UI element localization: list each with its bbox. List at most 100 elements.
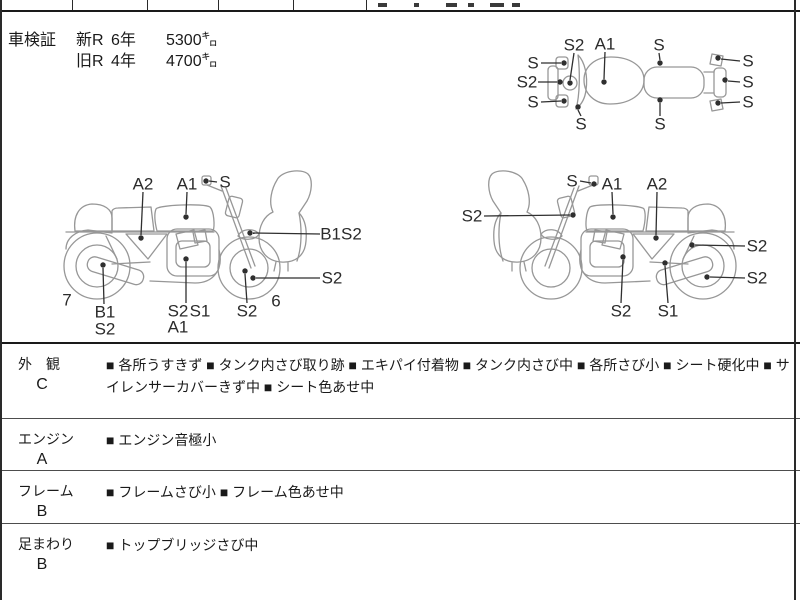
condition-grade: B bbox=[36, 503, 48, 520]
registration-label: 車検証 bbox=[8, 32, 57, 49]
bike-top-view-sketch bbox=[547, 53, 727, 112]
diagram-label-right-bike: A1 bbox=[602, 175, 623, 194]
leader-dot bbox=[561, 60, 567, 66]
clipped-text-fragment bbox=[512, 3, 520, 7]
leader-dot bbox=[704, 274, 710, 280]
clipped-text-fragment bbox=[468, 3, 474, 7]
sheet-left-border bbox=[0, 0, 2, 600]
leader-dot bbox=[657, 60, 663, 66]
condition-grade: B bbox=[36, 556, 48, 573]
registration-distance: 4700㌔ bbox=[166, 53, 218, 70]
diagram-label-right-bike: S1 bbox=[658, 302, 679, 321]
leader-line bbox=[244, 273, 248, 304]
leader-dot bbox=[250, 275, 256, 281]
registration-era: 新R bbox=[76, 32, 104, 49]
clipped-text-fragment bbox=[414, 3, 419, 7]
leader-dot bbox=[183, 256, 189, 262]
diagram-label-left-bike: S1 bbox=[190, 302, 211, 321]
condition-category: 外 観 bbox=[18, 356, 60, 372]
leader-dot bbox=[653, 235, 659, 241]
cell-divider bbox=[366, 0, 367, 10]
diagram-label-top-view: S bbox=[575, 115, 586, 134]
condition-row: 外 観 C ■ 各所うすきず ■ タンク内さび取り跡 ■ エキパイ付着物 ■ タンク… bbox=[0, 342, 800, 418]
diagram-label-right-bike: S2 bbox=[747, 237, 768, 256]
diagram-label-top-view: S bbox=[653, 36, 664, 55]
leader-line bbox=[140, 191, 144, 236]
clipped-text-fragment bbox=[378, 3, 387, 7]
leader-line bbox=[658, 52, 661, 61]
leader-dot bbox=[715, 100, 721, 106]
registration-era: 旧R bbox=[76, 53, 104, 70]
cell-divider bbox=[293, 0, 294, 10]
diagram-label-left-bike: B1 bbox=[95, 303, 116, 322]
diagram-label-left-bike: A2 bbox=[133, 175, 154, 194]
leader-dot bbox=[610, 214, 616, 220]
condition-category: 足まわり bbox=[18, 536, 74, 552]
condition-grade: C bbox=[36, 376, 48, 393]
registration-years: 6年 bbox=[111, 32, 136, 49]
diagram-label-top-view: S bbox=[742, 93, 753, 112]
bike-right-side-sketch bbox=[488, 170, 737, 300]
leader-dot bbox=[689, 242, 695, 248]
leader-line bbox=[620, 259, 624, 304]
leader-dot bbox=[203, 178, 209, 184]
diagram-label-right-bike: S bbox=[566, 172, 577, 191]
condition-category: エンジン bbox=[18, 431, 74, 447]
condition-items: ■ 各所うすきず ■ タンク内さび取り跡 ■ エキパイ付着物 ■ タンク内さび中… bbox=[106, 357, 790, 395]
leader-dot bbox=[601, 79, 607, 85]
leader-dot bbox=[561, 98, 567, 104]
condition-items: ■ トップブリッジさび中 bbox=[106, 537, 259, 553]
diagram-label-left-bike: S bbox=[219, 173, 230, 192]
leader-line bbox=[569, 52, 575, 81]
cropped-table-row bbox=[0, 0, 800, 12]
leader-line bbox=[102, 267, 105, 305]
condition-grade: A bbox=[36, 451, 48, 468]
leader-dot bbox=[567, 80, 573, 86]
diagram-label-top-view: S bbox=[742, 73, 753, 92]
cell-divider bbox=[218, 0, 219, 10]
diagram-label-left-bike: 6 bbox=[271, 292, 280, 311]
diagram-label-top-view: A1 bbox=[595, 35, 616, 54]
leader-line bbox=[483, 214, 571, 217]
diagram-label-left-bike: S2 bbox=[322, 269, 343, 288]
leader-line bbox=[185, 191, 188, 215]
leader-line bbox=[252, 232, 321, 235]
leader-dot bbox=[570, 212, 576, 218]
condition-category: フレーム bbox=[18, 483, 74, 499]
leader-dot bbox=[100, 262, 106, 268]
diagram-label-left-bike: 7 bbox=[62, 291, 71, 310]
table-bottom-line bbox=[0, 10, 800, 12]
leader-dot bbox=[657, 97, 663, 103]
leader-dot bbox=[557, 79, 563, 85]
diagram-label-top-view: S bbox=[654, 115, 665, 134]
leader-line bbox=[720, 101, 741, 104]
cell-divider bbox=[72, 0, 73, 10]
leader-line bbox=[611, 191, 614, 215]
diagram-label-left-bike: S2 bbox=[237, 302, 258, 321]
condition-row: 足まわり B ■ トップブリッジさび中 bbox=[0, 523, 800, 600]
leader-line bbox=[208, 180, 218, 183]
diagram-label-left-bike: S2 bbox=[95, 320, 116, 339]
diagram-label-right-bike: A2 bbox=[647, 175, 668, 194]
leader-line bbox=[720, 58, 741, 62]
registration-distance: 5300㌔ bbox=[166, 32, 218, 49]
diagram-label-right-bike: S2 bbox=[611, 302, 632, 321]
leader-line bbox=[579, 180, 592, 184]
diagram-label-top-view: S bbox=[527, 93, 538, 112]
registration-years: 4年 bbox=[111, 53, 136, 70]
leader-dot bbox=[591, 181, 597, 187]
diagram-label-right-bike: S2 bbox=[747, 269, 768, 288]
bike-left-side-sketch bbox=[63, 170, 312, 300]
leader-dot bbox=[183, 214, 189, 220]
diagram-label-top-view: S2 bbox=[564, 36, 585, 55]
leader-line bbox=[540, 100, 562, 103]
leader-dot bbox=[662, 260, 668, 266]
clipped-text-fragment bbox=[490, 3, 504, 7]
leader-line bbox=[655, 191, 658, 236]
leader-dot bbox=[722, 77, 728, 83]
leader-line bbox=[709, 276, 746, 279]
condition-items: ■ フレームさび小 ■ フレーム色あせ中 bbox=[106, 484, 344, 500]
